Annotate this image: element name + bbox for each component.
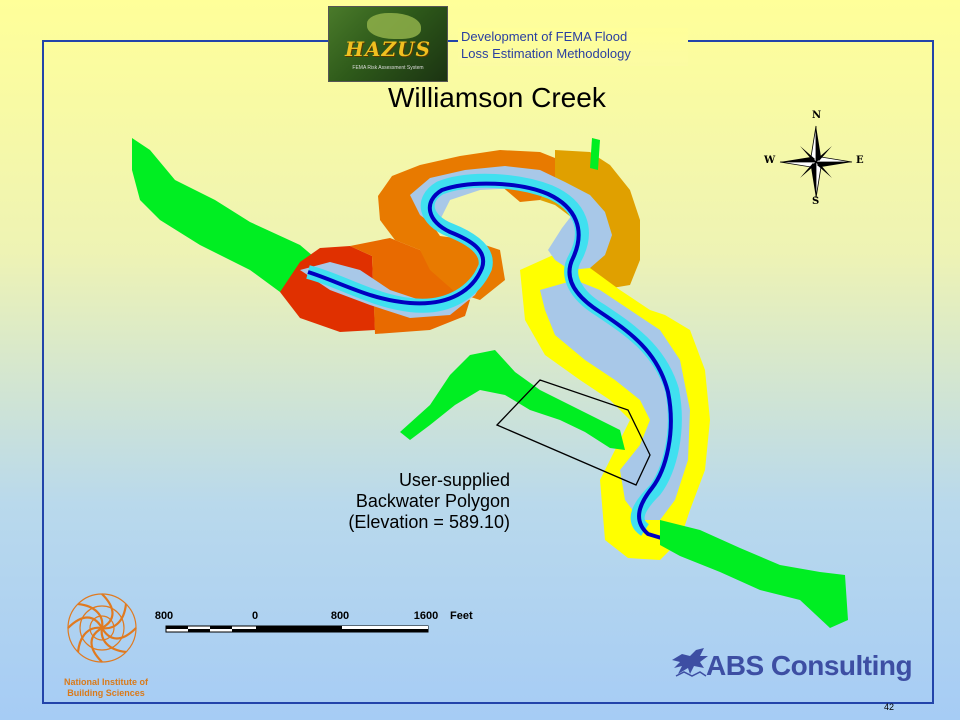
nibs-line-1: National Institute of <box>64 677 148 687</box>
creek-channel <box>307 181 673 542</box>
hazus-logo: HAZUS FEMA Risk Assessment System <box>328 6 448 82</box>
header-line-1: Development of FEMA Flood <box>461 29 628 44</box>
backwater-annotation: User-supplied Backwater Polygon (Elevati… <box>300 470 510 533</box>
nibs-logo-icon <box>67 593 137 663</box>
compass-west: W <box>764 155 776 166</box>
abs-consulting-logo: ABS Consulting <box>670 646 930 686</box>
scale-tick-2: 0 <box>251 610 259 622</box>
depth-zone-light <box>300 166 612 318</box>
annotation-line-1: User-supplied <box>398 470 510 490</box>
compass-south: S <box>812 196 820 207</box>
downstream-floodplain <box>660 520 848 628</box>
upstream-floodplain <box>132 138 320 292</box>
annotation-line-3: (Elevation = 589.10) <box>348 512 510 532</box>
scale-bar: 800 0 800 1600 Feet <box>150 610 490 640</box>
annotation-line-2: Backwater Polygon <box>355 491 510 511</box>
us-map-icon <box>367 13 421 39</box>
backwater-polygon <box>495 379 651 486</box>
slide-title: Williamson Creek <box>388 82 606 113</box>
slide-header: Development of FEMA Flood Loss Estimatio… <box>458 28 688 66</box>
compass-east: E <box>856 155 864 166</box>
compass-north: N <box>812 110 822 121</box>
compass-star-icon <box>779 125 853 199</box>
nibs-line-2: Building Sciences <box>67 688 145 698</box>
hazus-logo-subtext: FEMA Risk Assessment System <box>352 65 424 71</box>
header-line-2: Loss Estimation Methodology <box>461 46 631 61</box>
nibs-label: National Institute of Building Sciences <box>46 677 166 699</box>
page-number: 42 <box>884 702 895 712</box>
depth-zone-light-south <box>540 280 690 520</box>
abs-consulting-text: ABS Consulting <box>706 650 913 681</box>
scale-tick-1: 800 <box>154 610 174 622</box>
compass-rose: N S E W <box>760 108 870 212</box>
tributary-floodplain <box>400 350 625 450</box>
upstream-sliver <box>590 138 600 170</box>
scale-tick-4: 1600 <box>413 610 439 622</box>
scale-unit: Feet <box>450 610 473 622</box>
depth-zone-red <box>280 246 375 332</box>
eagle-icon <box>672 648 708 677</box>
scale-tick-3: 800 <box>330 610 350 622</box>
scale-bar-graphic <box>165 625 429 633</box>
hazus-logo-text: HAZUS <box>345 37 431 61</box>
